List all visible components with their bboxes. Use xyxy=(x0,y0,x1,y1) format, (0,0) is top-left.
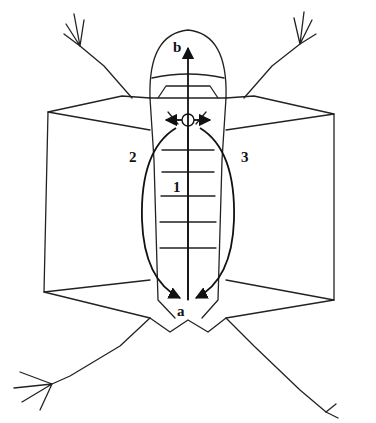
callout-label: a xyxy=(176,304,186,319)
callout-label: 3 xyxy=(240,150,250,165)
callout-label: 1 xyxy=(172,180,182,195)
callout-label: b xyxy=(172,40,182,55)
callout-label: 2 xyxy=(128,150,138,165)
